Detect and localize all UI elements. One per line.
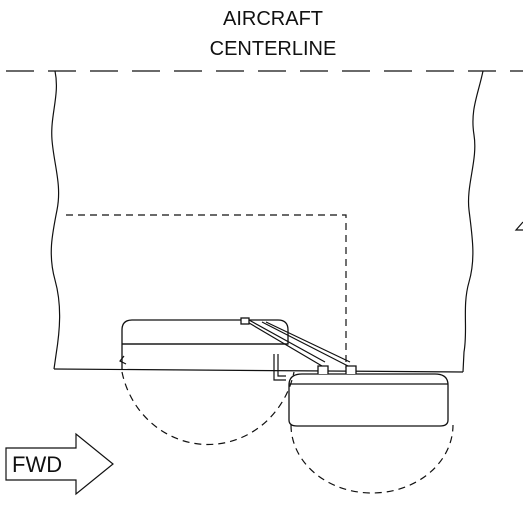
stowed-panel [121, 319, 289, 369]
door-outline-dashed [66, 214, 347, 368]
linkage-strut [243, 319, 351, 367]
left-break-line [50, 70, 61, 370]
swing-arc-deployed [290, 424, 454, 494]
centerline-label-line1: AIRCRAFT [223, 8, 323, 30]
edge-mark [514, 221, 523, 231]
forward-arrow [5, 432, 114, 496]
right-break-line [462, 70, 484, 373]
linkage-bracket [240, 317, 250, 325]
stowed-panel-hinge [119, 355, 127, 365]
deployed-panel [288, 373, 449, 427]
deployed-panel-fitting [317, 365, 357, 374]
swing-arc-stowed [121, 371, 295, 446]
fuselage-lower-edge [53, 368, 464, 373]
forward-label: FWD [12, 452, 62, 477]
hinge-fitting [273, 354, 286, 381]
centerline-label-line2: CENTERLINE [210, 38, 337, 60]
